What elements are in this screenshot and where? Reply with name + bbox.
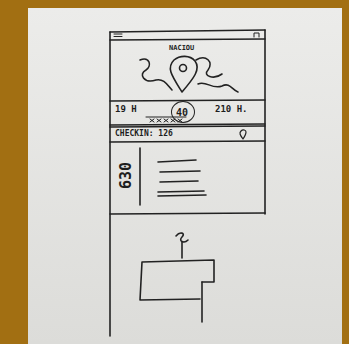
- phone-top-edge: [110, 30, 265, 32]
- bracket-box: [140, 260, 214, 300]
- top-right-icon: [254, 33, 259, 37]
- map-road: [196, 58, 222, 77]
- section-text: CHECKIN: 126: [115, 130, 173, 138]
- section-text: NACIOU: [169, 45, 194, 52]
- map-pin-hole: [180, 65, 187, 72]
- list-divider: [139, 148, 141, 205]
- screen-section: 630: [111, 142, 264, 213]
- section-text: 630: [119, 162, 134, 189]
- phone-left-edge: [109, 32, 111, 336]
- pin-icon: [240, 130, 246, 139]
- whiteboard: [28, 8, 342, 344]
- squiggle-symbol: [176, 233, 188, 242]
- map-road: [140, 59, 172, 90]
- section-divider: [110, 124, 265, 125]
- section-divider: [110, 126, 265, 127]
- connector-stub: [181, 242, 183, 258]
- screen-section: CHECKIN: 126: [111, 127, 264, 141]
- stat-circle: 40: [171, 101, 195, 123]
- section-divider: [110, 213, 265, 214]
- menu-icon: [114, 34, 122, 37]
- screen-section: 19 H 210 H. 40: [111, 101, 264, 124]
- phone-right-edge: [264, 30, 266, 214]
- text-placeholder-lines: [158, 160, 206, 196]
- section-divider: [110, 141, 265, 142]
- connector-stub: [201, 282, 203, 322]
- scribble: [150, 119, 182, 122]
- map-road: [198, 83, 238, 92]
- section-text: 40: [176, 108, 188, 118]
- screen-section: NACIOU: [111, 41, 264, 100]
- section-subtext: 210 H.: [215, 105, 248, 114]
- map-pin: [170, 56, 197, 92]
- top-bar-line: [110, 39, 265, 40]
- section-text: 19 H: [115, 105, 137, 114]
